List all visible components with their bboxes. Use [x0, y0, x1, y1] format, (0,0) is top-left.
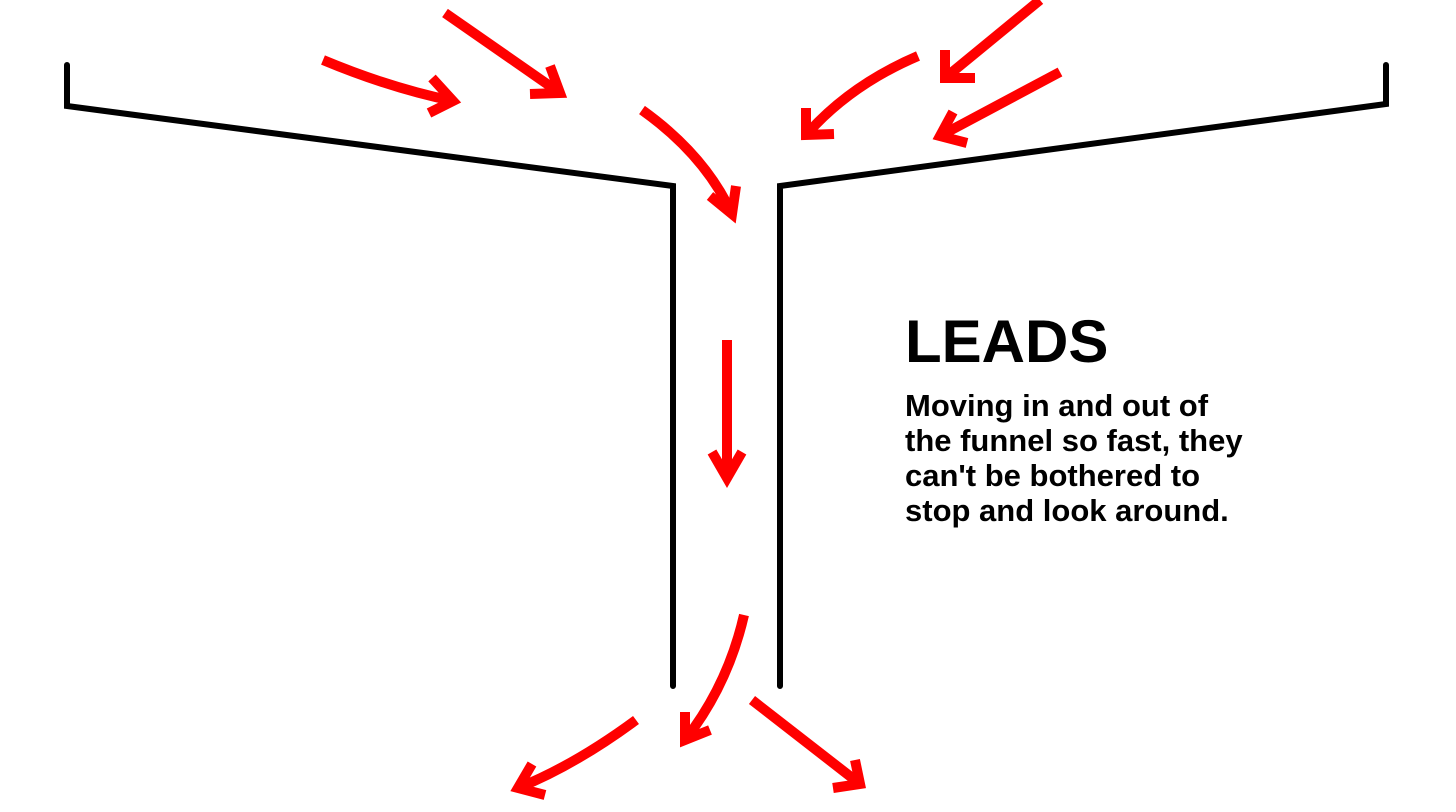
- incoming-arrow-6: [932, 67, 1063, 148]
- arrow-shaft: [321, 55, 455, 106]
- outgoing-arrow-3: [748, 696, 866, 793]
- inner-arrow: [707, 340, 747, 489]
- arrow-head: [706, 185, 741, 224]
- arrow-shaft: [941, 0, 1044, 82]
- arrow-shaft: [802, 51, 920, 139]
- arrow-head: [832, 758, 866, 793]
- incoming-arrow-2: [442, 8, 568, 99]
- outgoing-arrow-2: [510, 715, 639, 800]
- arrow-shaft: [937, 67, 1063, 141]
- arrow-shaft: [748, 696, 864, 788]
- caption-line-3: can't be bothered to: [905, 458, 1200, 493]
- funnel-left-wall: [64, 62, 676, 689]
- arrow-shaft: [639, 105, 737, 217]
- incoming-arrow-3: [639, 105, 741, 224]
- arrow-head: [707, 449, 747, 489]
- arrow-head: [680, 712, 712, 748]
- funnel-outline: [64, 62, 1389, 689]
- arrow-shaft: [442, 8, 563, 98]
- arrow-head: [426, 74, 462, 118]
- arrow-head: [510, 761, 547, 800]
- caption-line-2: the funnel so fast, they: [905, 423, 1243, 458]
- arrow-head: [529, 64, 568, 99]
- outgoing-arrow-1: [680, 613, 749, 748]
- arrow-group: [321, 0, 1063, 800]
- arrow-head: [932, 109, 969, 148]
- incoming-arrow-4: [940, 0, 1044, 83]
- funnel-right-wall: [777, 62, 1389, 689]
- arrow-shaft: [681, 613, 749, 744]
- incoming-arrow-5: [801, 51, 920, 141]
- arrow-head: [940, 50, 975, 83]
- incoming-arrow-1: [321, 55, 462, 118]
- caption: Moving in and out of the funnel so fast,…: [905, 388, 1425, 528]
- arrow-head: [801, 108, 835, 141]
- arrow-shaft: [516, 715, 639, 793]
- diagram-title: LEADS: [905, 308, 1109, 375]
- caption-line-1: Moving in and out of: [905, 388, 1209, 423]
- caption-line-4: stop and look around.: [905, 493, 1229, 528]
- text-block: LEADS Moving in and out of the funnel so…: [905, 308, 1425, 528]
